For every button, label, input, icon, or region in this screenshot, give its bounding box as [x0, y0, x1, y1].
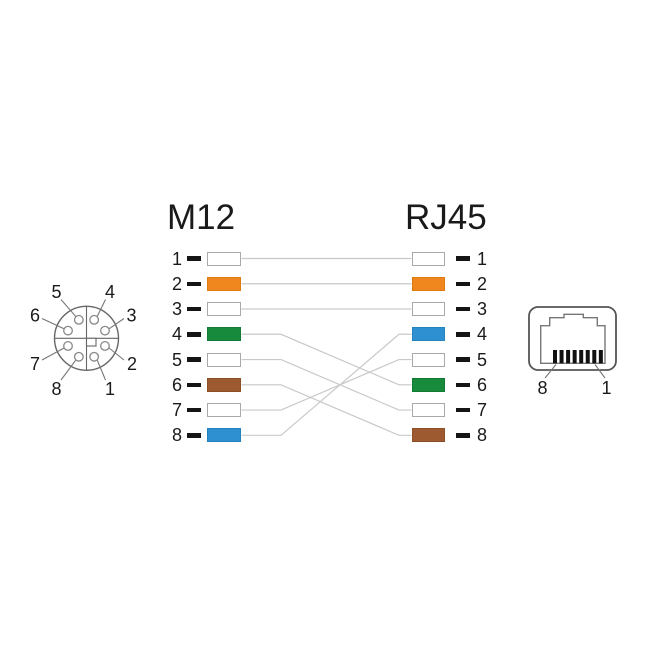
- pin-dash: [187, 306, 201, 312]
- m12-pins: [63, 314, 110, 362]
- m12-pin-number: 4: [171, 324, 182, 345]
- wire-row-6: 6 6: [160, 372, 499, 397]
- rj45-wire-box: [412, 428, 445, 443]
- rj45-pin-number: 1: [477, 248, 488, 269]
- rj45-leader-8: [544, 364, 557, 379]
- m12-connector-face-icon: 5 4 6 3 7 2 8 1: [30, 282, 137, 399]
- m12-face-label-3: 3: [126, 306, 136, 326]
- m12-pin-number: 3: [171, 299, 182, 320]
- pin-rows: 1 1 2 2 3 3 4 4: [160, 246, 499, 448]
- pin-dash: [187, 382, 201, 388]
- rj45-outer-outline: [528, 306, 617, 371]
- rj45-pin-number: 7: [477, 400, 488, 421]
- rj45-face-label-8: 8: [537, 378, 547, 398]
- wire-row-5: 5 5: [160, 347, 499, 372]
- m12-pin-8: [73, 351, 84, 362]
- m12-pin-number: 6: [171, 374, 182, 395]
- m12-wire-box: [207, 377, 241, 392]
- pin-dash: [187, 332, 201, 337]
- pin-dash: [456, 281, 470, 287]
- rj45-wire-box: [412, 403, 445, 418]
- rj45-socket-outline: [540, 313, 606, 364]
- pin-dash: [456, 332, 470, 337]
- m12-pin-4: [89, 314, 100, 325]
- m12-pin-5: [73, 314, 84, 325]
- m12-wire-box: [207, 352, 241, 367]
- wire-row-2: 2 2: [160, 271, 499, 296]
- m12-leader-lines: [41, 299, 125, 381]
- m12-wire-box: [207, 251, 241, 266]
- wire-row-8: 8 8: [160, 423, 499, 448]
- m12-wire-box: [207, 403, 241, 418]
- m12-face-label-4: 4: [105, 282, 115, 302]
- pin-dash: [187, 357, 201, 362]
- m12-wire-box: [207, 276, 241, 291]
- rj45-pin-number: 3: [477, 299, 488, 320]
- m12-face-label-8: 8: [51, 379, 61, 399]
- pin-dash: [456, 357, 470, 362]
- m12-face-label-2: 2: [127, 354, 137, 374]
- m12-pin-3: [100, 325, 110, 336]
- m12-key-notch: [85, 337, 97, 347]
- m12-wire-box: [207, 428, 241, 443]
- m12-wire-box: [207, 327, 241, 342]
- wire-m12-4-to-rj45-6: [241, 333, 412, 386]
- pin-dash: [187, 281, 201, 287]
- m12-face-label-1: 1: [105, 379, 115, 399]
- pin-dash: [187, 433, 201, 438]
- m12-face-label-7: 7: [30, 354, 40, 374]
- pin-dash: [456, 433, 470, 438]
- rj45-wire-box: [412, 302, 445, 317]
- m12-wire-box: [207, 302, 241, 317]
- pin-dash: [456, 407, 470, 413]
- rj45-wire-box: [412, 352, 445, 367]
- rj45-pin-number: 8: [477, 425, 488, 446]
- wire-m12-6-to-rj45-8: [241, 384, 412, 436]
- wire-row-3: 3 3: [160, 296, 499, 321]
- pin-dash: [187, 407, 201, 413]
- m12-pin-2: [100, 340, 110, 351]
- m12-pin-number: 8: [171, 425, 182, 446]
- m12-pin-7: [63, 340, 73, 351]
- wire-row-4: 4 4: [160, 322, 499, 347]
- rj45-wire-box: [412, 377, 445, 392]
- wire-m12-8-to-rj45-4: [241, 333, 412, 436]
- rj45-leader-1: [594, 364, 606, 379]
- m12-face-label-6: 6: [30, 306, 40, 326]
- rj45-wire-box: [412, 251, 445, 266]
- m12-pin-number: 7: [171, 400, 182, 421]
- m12-header: M12: [167, 198, 236, 237]
- rj45-contacts: [553, 350, 603, 364]
- m12-pin-number: 2: [171, 273, 182, 294]
- pin-dash: [187, 256, 201, 261]
- rj45-pin-number: 4: [477, 324, 488, 345]
- rj45-pin-number: 2: [477, 273, 488, 294]
- rj45-pin-number: 5: [477, 349, 488, 370]
- m12-pin-1: [89, 351, 100, 362]
- rj45-header: RJ45: [405, 198, 487, 237]
- m12-pin-6: [63, 325, 73, 336]
- rj45-face-label-1: 1: [601, 378, 611, 398]
- rj45-pin-number: 6: [477, 374, 488, 395]
- pin-dash: [456, 256, 470, 261]
- m12-face-label-5: 5: [51, 282, 61, 302]
- rj45-jack-face-icon: 8 1: [528, 306, 617, 398]
- wire-row-7: 7 7: [160, 397, 499, 422]
- rj45-wire-box: [412, 276, 445, 291]
- m12-pin-number: 5: [171, 349, 182, 370]
- rj45-wire-box: [412, 327, 445, 342]
- m12-pin-number: 1: [171, 248, 182, 269]
- wire-row-1: 1 1: [160, 246, 499, 271]
- pin-dash: [456, 306, 470, 312]
- pin-dash: [456, 382, 470, 388]
